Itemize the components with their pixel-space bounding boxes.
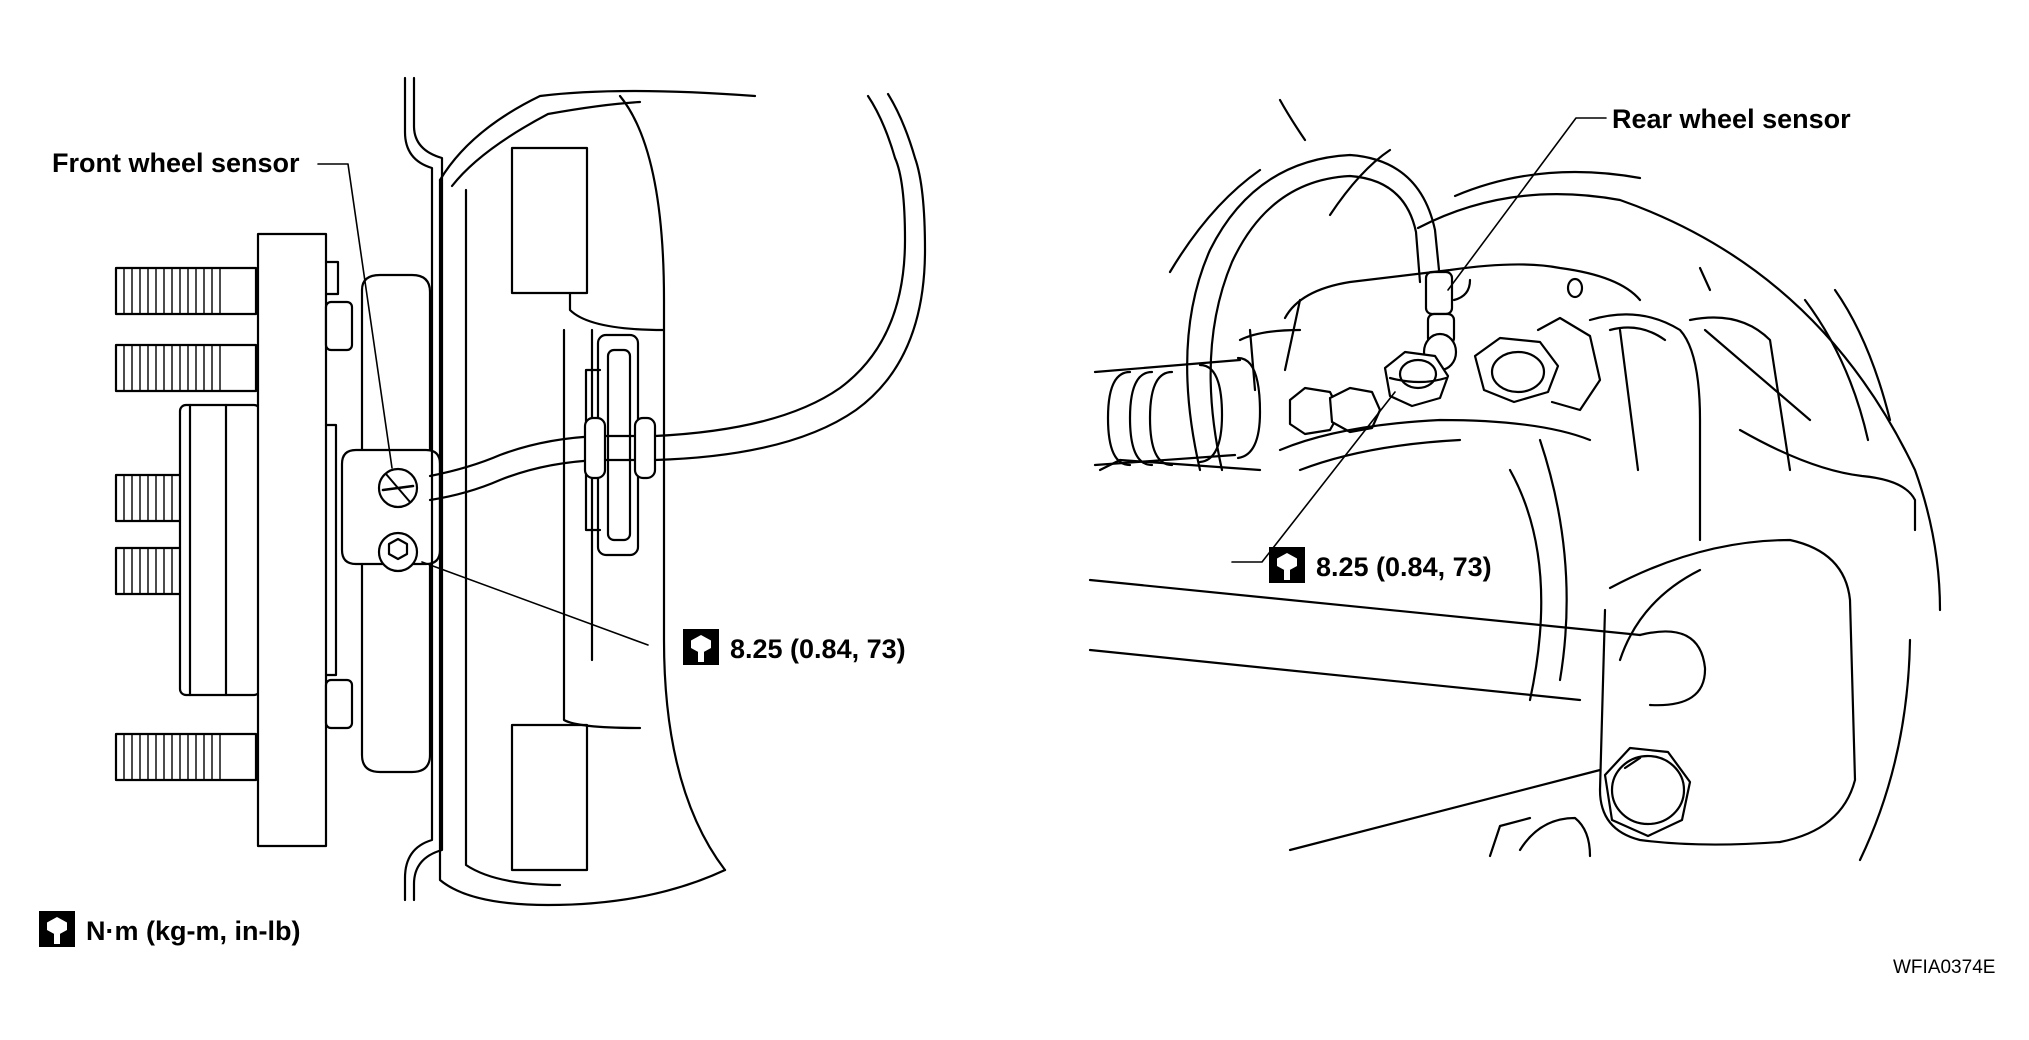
front-wheel-sensor-label: Front wheel sensor (52, 148, 300, 178)
link-bolt (1603, 746, 1692, 838)
backing-plate (403, 76, 444, 902)
front-leader-lines (317, 163, 649, 646)
rear-leader-lines (1231, 117, 1607, 563)
front-torque-spec: 8.25 (0.84, 73) (730, 634, 906, 664)
front-hub-assembly (114, 232, 442, 848)
caliper-bolts (1288, 316, 1602, 436)
front-sensor-harness (428, 92, 927, 502)
figure-code: WFIA0374E (1893, 957, 1996, 978)
rear-torque-spec: 8.25 (0.84, 73) (1316, 552, 1492, 582)
strut-housing (438, 89, 757, 907)
units-legend: N·m (kg-m, in-lb) (86, 916, 301, 946)
torque-wrench-icon (39, 911, 75, 947)
torque-wrench-icon (1269, 547, 1305, 583)
torque-wrench-icon (683, 629, 719, 665)
rear-wheel-sensor-label: Rear wheel sensor (1612, 104, 1851, 134)
rear-axle-assembly (1088, 98, 1942, 862)
